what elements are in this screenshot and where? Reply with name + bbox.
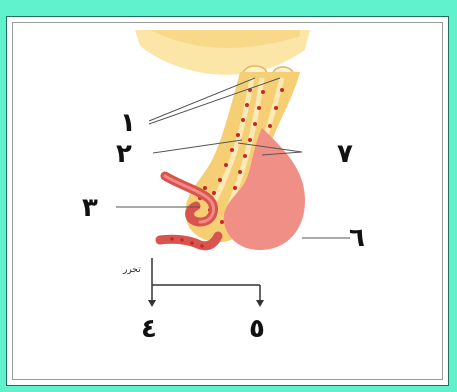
label-6: ٦ [349,223,365,253]
label-4: ٤ [141,314,157,344]
release-bracket [152,258,260,302]
label-5: ٥ [249,314,265,344]
label-1: ١ [120,108,136,138]
label-2: ٢ [116,139,132,169]
release-arrowheads [148,300,264,307]
label-3: ٣ [82,193,98,223]
label-7: ٧ [337,139,353,169]
release-label: تحرر [122,265,141,275]
